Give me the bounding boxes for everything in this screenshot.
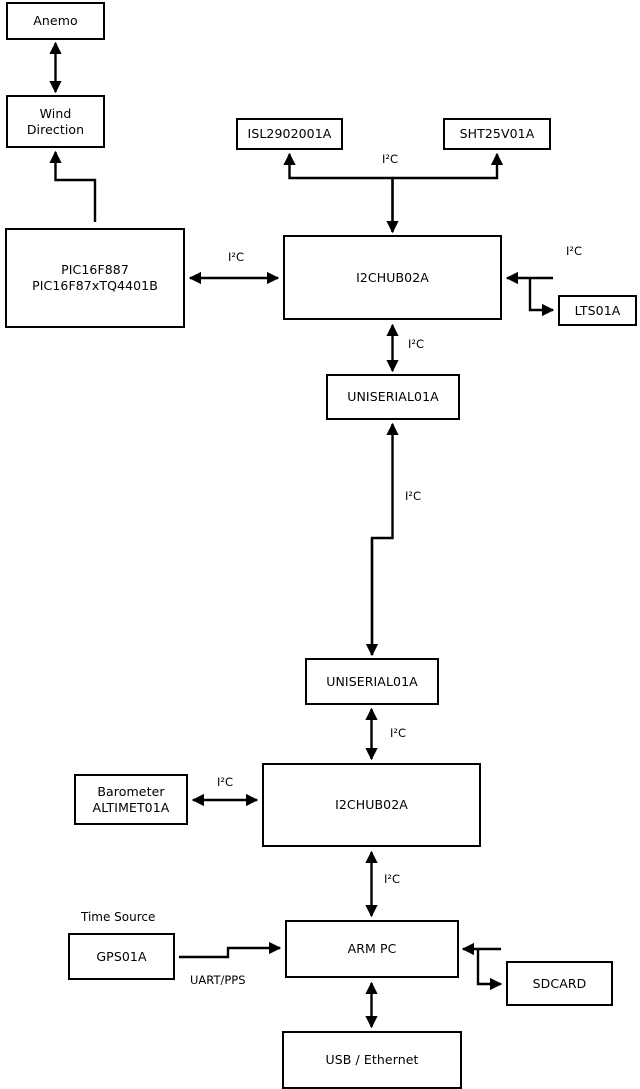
node-label-wind-direction: Wind Direction (26, 105, 85, 137)
edge-label-i2c-hub-uniserial: I²C (408, 337, 425, 351)
node-isl2902001a[interactable]: ISL2902001A (236, 118, 343, 150)
node-label-anemo: Anemo (33, 13, 78, 29)
node-label-sht25v01a: SHT25V01A (459, 126, 535, 142)
connector-bus-sht (392, 152, 504, 180)
node-lts01a[interactable]: LTS01A (558, 295, 637, 326)
node-label-i2chub02a-bottom: I2CHUB02A (335, 797, 408, 813)
node-label-isl2902001a: ISL2902001A (247, 126, 332, 142)
edge-label-i2c-hub-sensors: I²C (382, 152, 399, 166)
node-label-arm-pc: ARM PC (347, 941, 397, 957)
connector-armpc-sdcard-out (476, 949, 503, 991)
connector-hubtop-lts-out (528, 278, 555, 317)
edge-label-i2c-uniserial-hub2: I²C (390, 726, 407, 740)
edge-label-i2c-uniserial-link: I²C (405, 489, 422, 503)
node-label-gps01a: GPS01A (96, 948, 147, 964)
node-pic-microcontroller[interactable]: PIC16F887 PIC16F87xTQ4401B (5, 228, 185, 328)
node-label-uniserial01a-lower: UNISERIAL01A (326, 673, 418, 689)
caption-time-source: Time Source (81, 910, 156, 924)
node-i2chub02a-top[interactable]: I2CHUB02A (283, 235, 502, 320)
edge-label-i2c-hub-lts: I²C (566, 244, 583, 258)
node-sdcard[interactable]: SDCARD (506, 961, 613, 1006)
node-label-pic-microcontroller: PIC16F887 PIC16F87xTQ4401B (32, 262, 158, 293)
node-anemo[interactable]: Anemo (6, 2, 105, 40)
node-uniserial01a-upper[interactable]: UNISERIAL01A (326, 374, 460, 420)
node-usb-ethernet[interactable]: USB / Ethernet (282, 1031, 462, 1089)
node-uniserial01a-lower[interactable]: UNISERIAL01A (305, 658, 439, 705)
node-i2chub02a-bottom[interactable]: I2CHUB02A (262, 763, 481, 847)
node-label-sdcard: SDCARD (532, 975, 587, 991)
edge-label-i2c-pic-hub: I²C (228, 250, 245, 264)
node-wind-direction[interactable]: Wind Direction (6, 95, 105, 148)
edge-label-i2c-barometer-hub2: I²C (217, 775, 234, 789)
connector-uniserial-link (370, 422, 399, 655)
node-arm-pc[interactable]: ARM PC (285, 920, 459, 978)
node-label-i2chub02a-top: I2CHUB02A (356, 269, 429, 285)
connector-gps-armpc (179, 941, 282, 959)
node-gps01a[interactable]: GPS01A (68, 933, 175, 980)
connector-hubtop-bus (283, 152, 394, 232)
connector-pic-wind (49, 150, 97, 222)
node-label-lts01a: LTS01A (574, 302, 621, 318)
edge-label-i2c-hub2-armpc: I²C (384, 872, 401, 886)
edge-label-uart-pps: UART/PPS (190, 973, 246, 987)
node-label-usb-ethernet: USB / Ethernet (325, 1052, 419, 1068)
node-barometer-altimet01a[interactable]: Barometer ALTIMET01A (74, 774, 188, 825)
node-label-uniserial01a-upper: UNISERIAL01A (347, 389, 439, 405)
node-sht25v01a[interactable]: SHT25V01A (443, 118, 551, 150)
node-label-barometer-altimet01a: Barometer ALTIMET01A (92, 783, 170, 815)
